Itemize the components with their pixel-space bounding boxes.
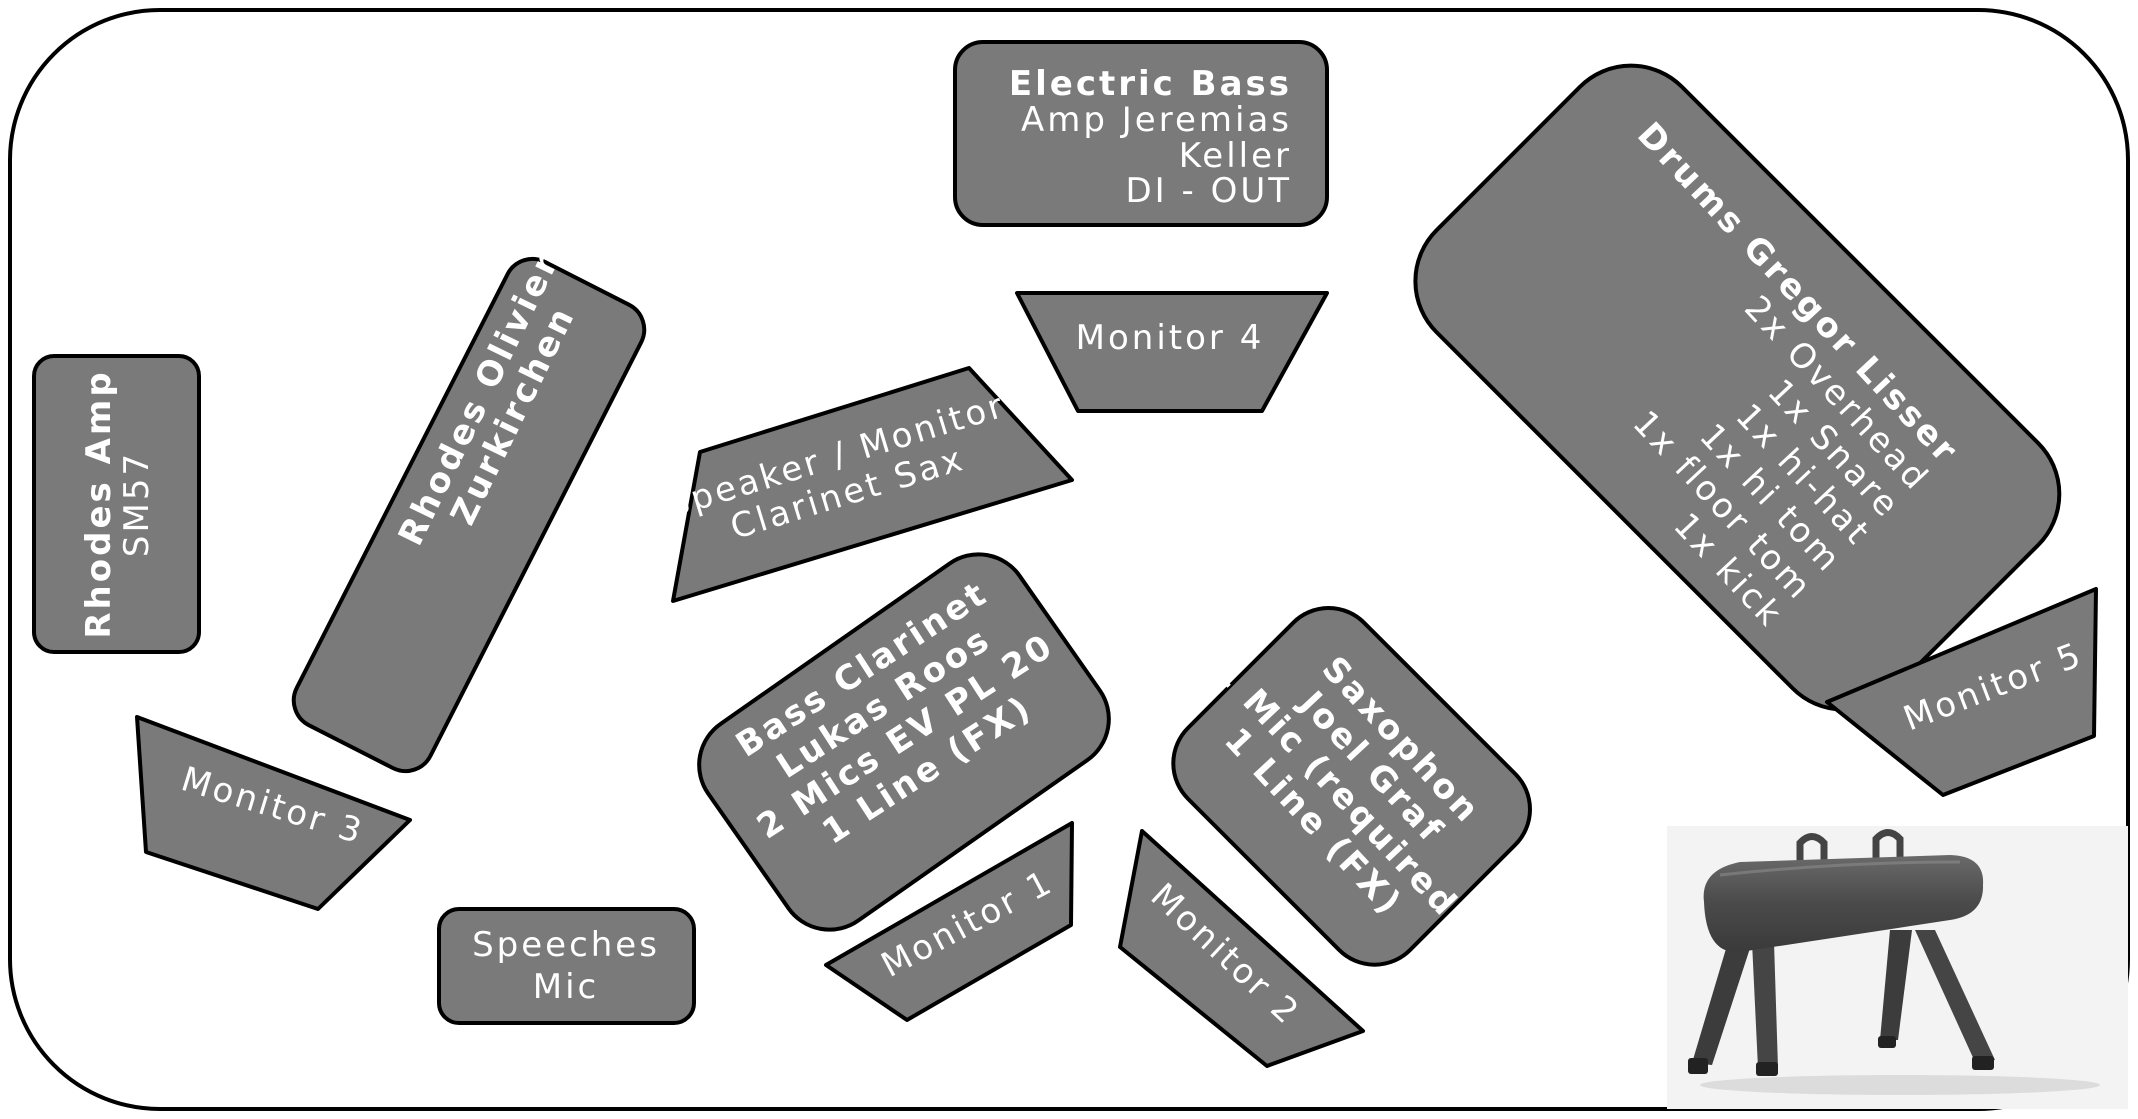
speeches-mic-box: Speeches Mic: [439, 909, 694, 1023]
electric-bass-line: DI - OUT: [1125, 171, 1292, 211]
monitor-4-label: Monitor 4: [1076, 318, 1265, 358]
electric-bass-line: Amp Jeremias: [1021, 100, 1292, 140]
electric-bass-title: Electric Bass: [1009, 64, 1292, 104]
speeches-label-line1: Speeches: [472, 925, 660, 965]
pommel-horse-photo: [1667, 826, 2128, 1109]
speeches-label-line2: Mic: [533, 967, 599, 1007]
electric-bass-line: Keller: [1179, 136, 1292, 176]
rhodes-amp-box: Rhodes Amp SM57: [34, 356, 199, 652]
rhodes-amp-title: Rhodes Amp: [79, 369, 119, 638]
electric-bass-box: Electric Bass Amp Jeremias Keller DI - O…: [955, 42, 1327, 225]
rhodes-amp-mic: SM57: [117, 451, 157, 557]
